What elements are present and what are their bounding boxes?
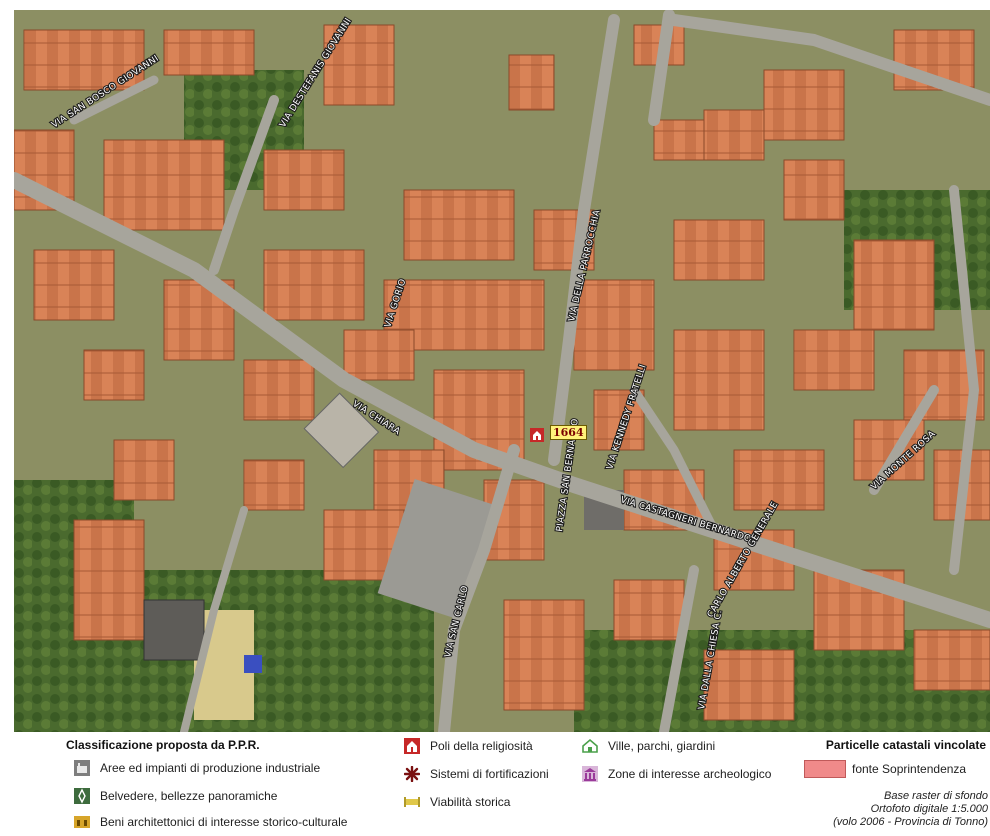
industrial-icon bbox=[74, 760, 90, 776]
legend-item-historic-road: Viabilità storica bbox=[404, 794, 510, 810]
legend-item-label: Beni architettonici di interesse storico… bbox=[100, 815, 348, 829]
legend-item-heritage: Beni architettonici di interesse storico… bbox=[74, 814, 347, 830]
legend-item-label: Viabilità storica bbox=[430, 795, 511, 809]
historic-road-icon bbox=[404, 794, 420, 810]
source-line: Ortofoto digitale 1:5.000 bbox=[870, 803, 988, 815]
legend-item-label: Sistemi di fortificazioni bbox=[430, 767, 549, 781]
legend-item-cadastral: fonte Soprintendenza bbox=[804, 760, 966, 778]
legend-item-archaeology: Zone di interesse archeologico bbox=[582, 766, 771, 782]
fortification-icon bbox=[404, 766, 420, 782]
legend-item-fortification: Sistemi di fortificazioni bbox=[404, 766, 549, 782]
legend-title: Classificazione proposta da P.P.R. bbox=[66, 738, 260, 752]
heritage-building-icon bbox=[74, 814, 90, 830]
source-line: (volo 2006 - Provincia di Tonno) bbox=[833, 816, 988, 828]
archaeology-icon bbox=[582, 766, 598, 782]
legend-item-label: Aree ed impianti di produzione industria… bbox=[100, 761, 321, 775]
source-line: Base raster di sfondo bbox=[884, 790, 988, 802]
legend-item-industrial: Aree ed impianti di produzione industria… bbox=[74, 760, 320, 776]
legend: Classificazione proposta da P.P.R. Aree … bbox=[14, 732, 990, 836]
church-icon[interactable] bbox=[530, 428, 544, 442]
legend-item-label: Belvedere, bellezze panoramiche bbox=[100, 789, 278, 803]
legend-item-park: Ville, parchi, giardini bbox=[582, 738, 715, 754]
cadastral-swatch bbox=[804, 760, 846, 778]
legend-item-label: Ville, parchi, giardini bbox=[608, 739, 716, 753]
cadastral-title: Particelle catastali vincolate bbox=[825, 738, 986, 752]
legend-item-label: Zone di interesse archeologico bbox=[608, 767, 772, 781]
church-icon bbox=[404, 738, 420, 754]
legend-item-religion: Poli della religiosità bbox=[404, 738, 533, 754]
legend-item-belvedere: Belvedere, bellezze panoramiche bbox=[74, 788, 277, 804]
orthophoto-canvas: VIA SAN BOSCO GIOVANNI VIA DESTEFANIS GI… bbox=[14, 10, 990, 732]
feature-label: 1664 bbox=[550, 425, 587, 440]
source-note: Base raster di sfondo Ortofoto digitale … bbox=[833, 790, 988, 829]
cadastral-label: fonte Soprintendenza bbox=[852, 762, 967, 776]
aerial-map[interactable]: VIA SAN BOSCO GIOVANNI VIA DESTEFANIS GI… bbox=[14, 10, 990, 732]
belvedere-icon bbox=[74, 788, 90, 804]
legend-item-label: Poli della religiosità bbox=[430, 739, 533, 753]
park-icon bbox=[582, 738, 598, 754]
